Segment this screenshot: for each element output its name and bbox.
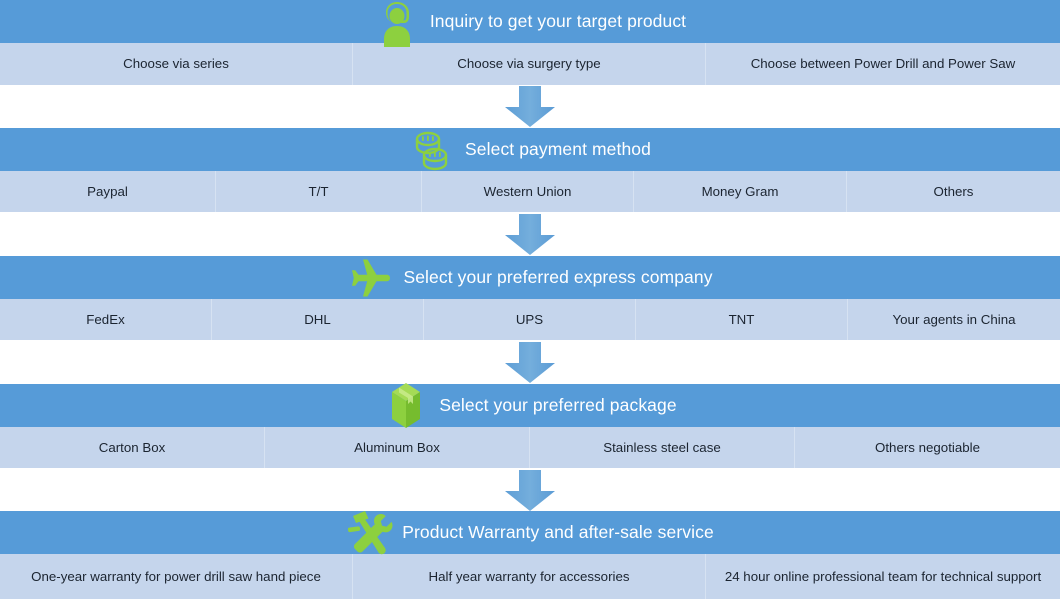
customer-service-person-icon [374,0,420,48]
option-fedex[interactable]: FedEx [0,299,212,340]
option-carton-box[interactable]: Carton Box [0,427,265,468]
option-your-agents-in-china[interactable]: Your agents in China [892,311,1016,327]
option-western-union[interactable]: Western Union [422,171,634,212]
step-package-options: Carton Box Aluminum Box Stainless steel … [0,427,1060,468]
step-package: Select your preferred package Carton Box… [0,382,1060,468]
step-payment: Select payment method Paypal T/T Western… [0,128,1060,212]
option-aluminum-box[interactable]: Aluminum Box [265,427,530,468]
arrow-step2-to-step3 [500,214,560,256]
coins-icon [409,124,455,176]
option-one-year-warranty[interactable]: One-year warranty for power drill saw ha… [0,554,353,599]
step-warranty-title: Product Warranty and after-sale service [402,522,714,542]
step-package-title: Select your preferred package [439,395,677,415]
step-warranty-options: One-year warranty for power drill saw ha… [0,554,1060,599]
step-inquiry: Inquiry to get your target product Choos… [0,0,1060,85]
option-others-negotiable[interactable]: Others negotiable [875,439,980,455]
step-warranty: Product Warranty and after-sale service … [0,510,1060,599]
step-express-header: Select your preferred express company [0,256,1060,299]
down-arrow-icon [505,214,555,255]
arrow-step1-to-step2 [500,86,560,128]
step-warranty-header: Product Warranty and after-sale service [0,510,1060,554]
arrow-step4-to-step5 [500,470,560,512]
down-arrow-icon [505,86,555,127]
airplane-icon [347,252,393,304]
step-inquiry-options: Choose via series Choose via surgery typ… [0,43,1060,85]
down-arrow-icon [505,342,555,383]
option-tnt[interactable]: TNT [636,299,848,340]
option-half-year-warranty[interactable]: Half year warranty for accessories [353,554,706,599]
step-inquiry-header: Inquiry to get your target product [0,0,1060,47]
step-payment-header: Select payment method [0,128,1060,171]
option-money-gram[interactable]: Money Gram [634,171,847,212]
option-choose-power-drill-or-saw[interactable]: Choose between Power Drill and Power Saw [750,56,1016,72]
option-choose-via-surgery-type[interactable]: Choose via surgery type [353,43,706,85]
step-inquiry-title: Inquiry to get your target product [429,11,687,31]
package-box-icon [383,380,429,432]
step-payment-options: Paypal T/T Western Union Money Gram Othe… [0,171,1060,212]
step-express: Select your preferred express company Fe… [0,256,1060,340]
option-others-payment[interactable]: Others [933,183,974,199]
option-stainless-steel-case[interactable]: Stainless steel case [530,427,795,468]
option-24-hour-online-support[interactable]: 24 hour online professional team for tec… [724,568,1042,584]
option-ups[interactable]: UPS [424,299,636,340]
option-tt[interactable]: T/T [216,171,422,212]
step-payment-title: Select payment method [465,139,651,159]
step-express-options: FedEx DHL UPS TNT Your agents in China [0,299,1060,340]
option-choose-via-series[interactable]: Choose via series [0,43,353,85]
step-express-title: Select your preferred express company [403,267,713,287]
down-arrow-icon [505,470,555,511]
step-package-header: Select your preferred package [0,382,1060,428]
option-paypal[interactable]: Paypal [0,171,216,212]
option-dhl[interactable]: DHL [212,299,424,340]
tools-hammer-wrench-icon [346,507,393,559]
arrow-step3-to-step4 [500,342,560,384]
